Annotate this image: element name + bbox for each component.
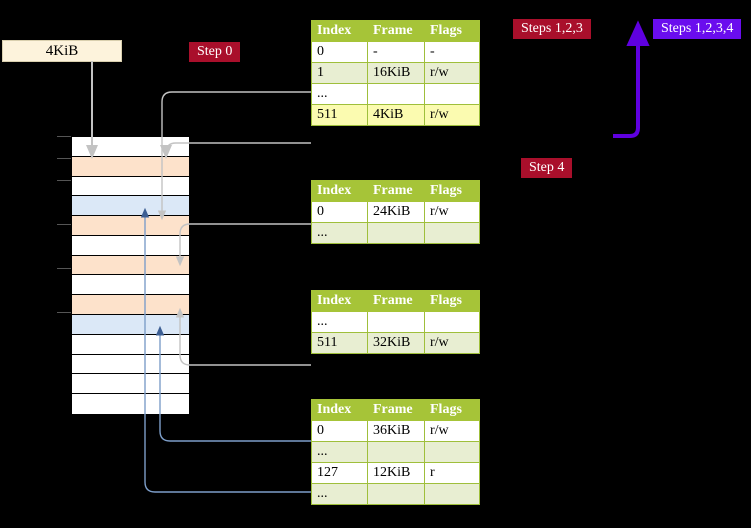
table-cell — [424, 311, 480, 333]
table-header-frame: Frame — [367, 399, 425, 421]
memory-row — [72, 275, 189, 296]
table-header-frame: Frame — [367, 20, 425, 42]
badge-step-4: Step 4 — [521, 158, 573, 178]
badge-steps-123: Steps 1,2,3 — [513, 19, 591, 39]
table-cell: ... — [311, 441, 368, 463]
table-header-frame: Frame — [367, 180, 425, 202]
memory-row — [72, 176, 189, 197]
table-cell: ... — [311, 83, 368, 105]
table-cell: 12KiB — [367, 462, 425, 484]
table-cell: 4KiB — [367, 104, 425, 126]
table-cell — [424, 441, 480, 463]
table-cell: 511 — [311, 332, 368, 354]
table-header-flags: Flags — [424, 180, 480, 202]
table-cell: ... — [311, 222, 368, 244]
table-cell: - — [367, 41, 425, 63]
table-row: ... — [311, 83, 480, 105]
table-cell — [367, 483, 425, 505]
table-cell: - — [424, 41, 480, 63]
table-row: ... — [311, 222, 480, 244]
table-cell — [424, 83, 480, 105]
table-cell: r/w — [424, 420, 480, 442]
table-cell — [367, 311, 425, 333]
memory-tick — [57, 136, 71, 137]
memory-size-label: 4KiB — [45, 43, 79, 59]
memory-row — [72, 374, 189, 395]
badge-steps-123-label: Steps 1,2,3 — [521, 21, 583, 36]
memory-tick — [57, 312, 71, 313]
table-cell: r/w — [424, 104, 480, 126]
table-header-flags: Flags — [424, 20, 480, 42]
table-cell: 32KiB — [367, 332, 425, 354]
table-cell: 1 — [311, 62, 368, 84]
memory-row — [72, 196, 189, 217]
table-cell: ... — [311, 311, 368, 333]
table-header-index: Index — [311, 180, 368, 202]
table-cell: 24KiB — [367, 201, 425, 223]
table-cell — [367, 222, 425, 244]
table-header-index: Index — [311, 20, 368, 42]
table-cell: 127 — [311, 462, 368, 484]
table-header-index: Index — [311, 399, 368, 421]
table-header-frame: Frame — [367, 290, 425, 312]
table-cell: r/w — [424, 62, 480, 84]
memory-row — [72, 394, 189, 414]
table-row: ... — [311, 441, 480, 463]
table-cell: r/w — [424, 332, 480, 354]
wire-purple-bracket — [613, 20, 650, 138]
memory-row — [72, 315, 189, 335]
badge-step-0: Step 0 — [189, 42, 241, 62]
badge-steps-1234: Steps 1,2,3,4 — [653, 19, 742, 39]
table-row: ... — [311, 483, 480, 505]
badge-steps-1234-label: Steps 1,2,3,4 — [661, 21, 734, 36]
badge-step-0-label: Step 0 — [197, 44, 233, 59]
table-header-flags: Flags — [424, 290, 480, 312]
table-cell — [424, 222, 480, 244]
memory-tick — [57, 224, 71, 225]
memory-row — [72, 156, 189, 177]
memory-row — [72, 255, 189, 276]
table-cell: 0 — [311, 41, 368, 63]
wire-t2-row0-to-memory — [175, 223, 311, 267]
memory-row — [72, 137, 189, 157]
memory-tick — [57, 180, 71, 181]
memory-row — [72, 216, 189, 236]
table-cell: 0 — [311, 420, 368, 442]
table-header-flags: Flags — [424, 399, 480, 421]
table-cell: r/w — [424, 201, 480, 223]
table-row: ... — [311, 311, 480, 333]
table-cell: 16KiB — [367, 62, 425, 84]
memory-tick — [57, 158, 71, 159]
table-cell: ... — [311, 483, 368, 505]
table-header-index: Index — [311, 290, 368, 312]
memory-row — [72, 235, 189, 256]
memory-row — [72, 295, 189, 316]
table-cell — [367, 83, 425, 105]
memory-tick — [57, 268, 71, 269]
memory-size-box: 4KiB — [2, 40, 122, 62]
table-cell — [367, 441, 425, 463]
memory-column — [71, 136, 190, 415]
table-cell: 511 — [311, 104, 368, 126]
table-cell: r — [424, 462, 480, 484]
memory-row — [72, 334, 189, 355]
table-cell: 0 — [311, 201, 368, 223]
badge-step-4-label: Step 4 — [529, 160, 565, 175]
wire-t3-511-to-memory — [175, 307, 311, 366]
table-row: 0-- — [311, 41, 480, 63]
table-cell: 36KiB — [367, 420, 425, 442]
table-cell — [424, 483, 480, 505]
memory-row — [72, 354, 189, 375]
